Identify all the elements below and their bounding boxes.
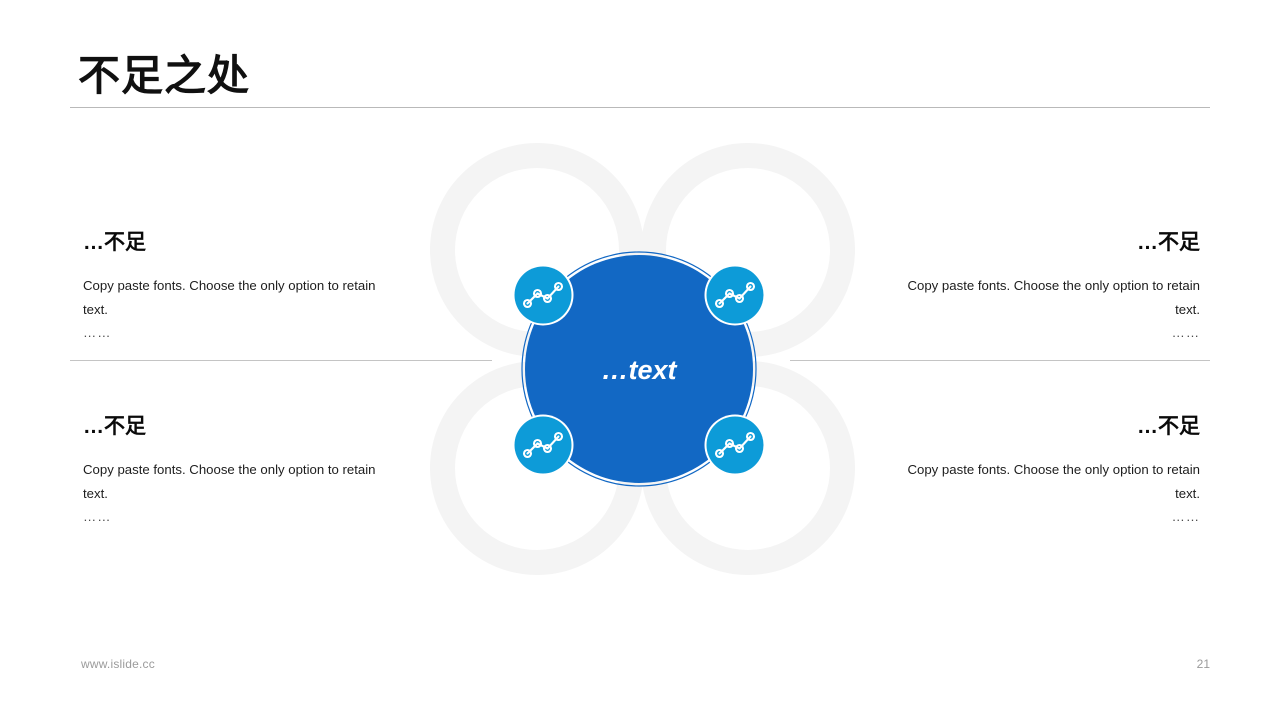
satellite-bottom-left[interactable]: [512, 414, 574, 476]
center-circle[interactable]: [521, 251, 757, 487]
block-ellipsis-top-left: ……: [83, 325, 112, 341]
block-ellipsis-bottom-right: ……: [1171, 509, 1200, 525]
block-heading-bottom-right: …不足: [1137, 415, 1200, 438]
content-block-bottom-right: …不足 Copy paste fonts. Choose the only op…: [897, 414, 1200, 529]
mid-divider-right: [790, 360, 1210, 361]
center-diagram: …text: [415, 130, 865, 590]
block-heading-bottom-left: …不足: [83, 415, 146, 438]
block-body-bottom-left: Copy paste fonts. Choose the only option…: [83, 462, 376, 501]
block-body-bottom-right: Copy paste fonts. Choose the only option…: [907, 462, 1200, 501]
content-block-top-left: …不足 Copy paste fonts. Choose the only op…: [83, 230, 383, 345]
page-number: 21: [1196, 657, 1210, 671]
content-block-top-right: …不足 Copy paste fonts. Choose the only op…: [897, 230, 1200, 345]
satellite-top-left[interactable]: [512, 264, 574, 326]
footer-website[interactable]: www.islide.cc: [81, 657, 155, 671]
block-ellipsis-bottom-left: ……: [83, 509, 112, 525]
satellite-top-right[interactable]: [704, 264, 766, 326]
content-block-bottom-left: …不足 Copy paste fonts. Choose the only op…: [83, 414, 383, 529]
block-body-top-right: Copy paste fonts. Choose the only option…: [907, 278, 1200, 317]
page-title: 不足之处: [78, 52, 251, 99]
mid-divider-left: [70, 360, 492, 361]
block-heading-top-right: …不足: [1137, 231, 1200, 254]
title-divider: [70, 107, 1210, 108]
block-ellipsis-top-right: ……: [1171, 325, 1200, 341]
satellite-bottom-right[interactable]: [704, 414, 766, 476]
block-heading-top-left: …不足: [83, 231, 146, 254]
center-label: …text: [601, 355, 677, 385]
block-body-top-left: Copy paste fonts. Choose the only option…: [83, 278, 376, 317]
